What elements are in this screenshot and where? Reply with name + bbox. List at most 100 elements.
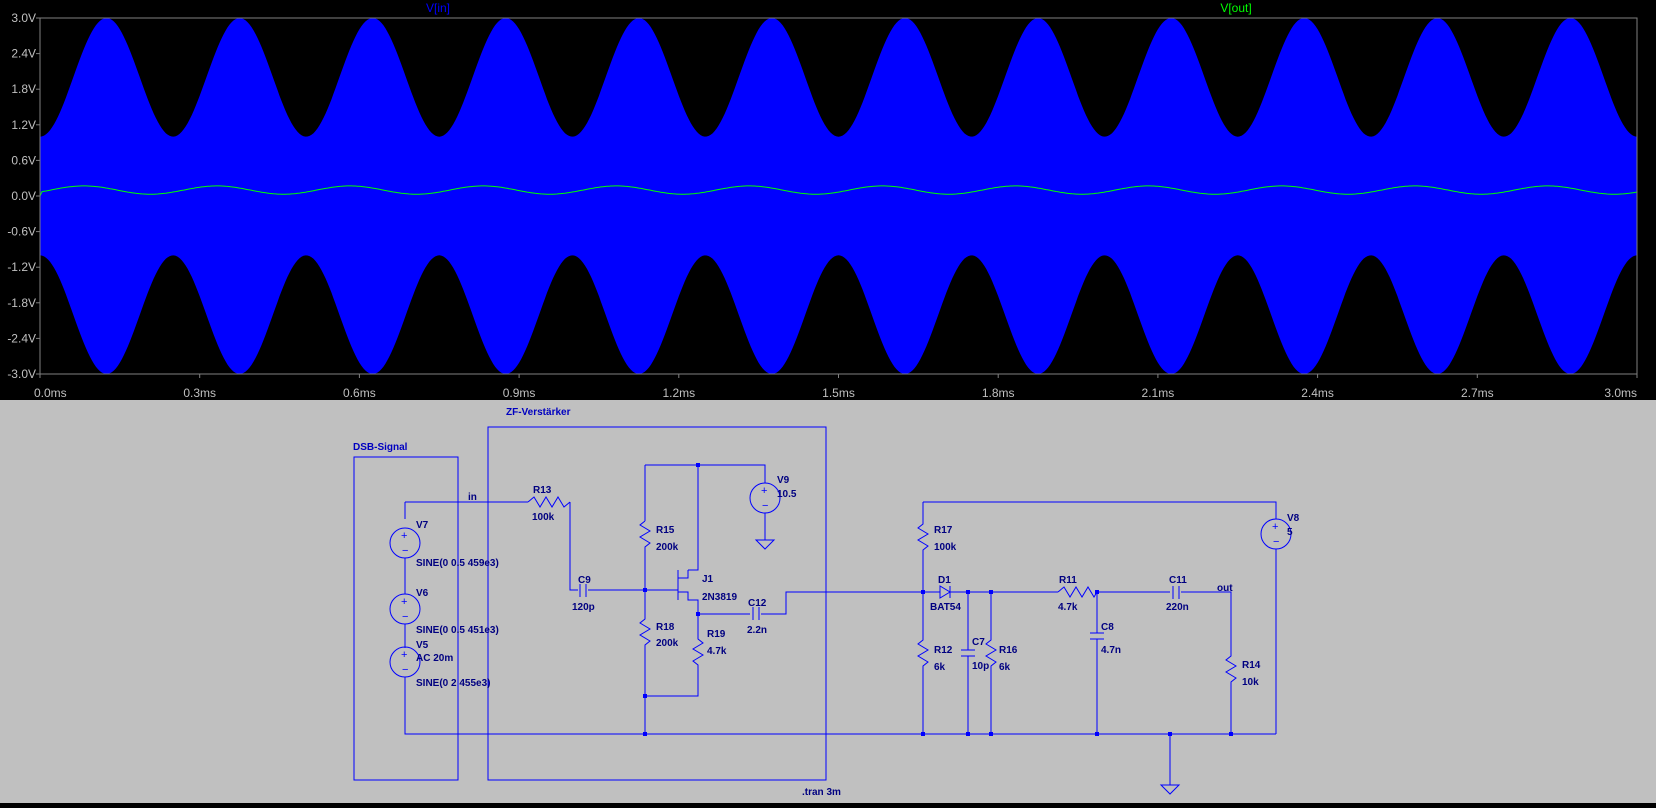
- zf-verstarker-box: [487, 426, 827, 781]
- y-tick-label: -0.6V: [7, 225, 36, 239]
- r16-name[interactable]: R16: [999, 645, 1018, 656]
- r12-name[interactable]: R12: [934, 645, 953, 656]
- y-axis: 3.0V2.4V1.8V1.2V0.6V0.0V-0.6V-1.2V-1.8V-…: [7, 11, 40, 381]
- c9-name[interactable]: C9: [578, 575, 591, 586]
- r18-resistor: [639, 590, 651, 734]
- r18-name[interactable]: R18: [656, 622, 675, 633]
- trace-label-vin[interactable]: V[in]: [426, 1, 450, 15]
- r15-name[interactable]: R15: [656, 525, 675, 536]
- c12-name[interactable]: C12: [748, 598, 767, 609]
- r12-value[interactable]: 6k: [934, 662, 946, 673]
- x-tick-label: 0.9ms: [503, 386, 536, 400]
- v5-value2[interactable]: SINE(0 2 455e3): [416, 678, 491, 689]
- r18-value[interactable]: 200k: [656, 638, 679, 649]
- c11-value[interactable]: 220n: [1166, 602, 1189, 613]
- r13-name[interactable]: R13: [533, 485, 552, 496]
- c9-value[interactable]: 120p: [572, 602, 595, 613]
- r17-resistor: [917, 502, 929, 592]
- c7-value[interactable]: 10p: [972, 661, 989, 672]
- x-tick-label: 2.7ms: [1461, 386, 1494, 400]
- c7-name[interactable]: C7: [972, 637, 985, 648]
- svg-text:−: −: [402, 664, 408, 676]
- trace-vout: [39, 185, 1638, 197]
- ground-rail: [404, 677, 1276, 735]
- v6-source: [389, 593, 421, 625]
- v9-name[interactable]: V9: [777, 475, 790, 486]
- v7-name[interactable]: V7: [416, 520, 429, 531]
- v8-name[interactable]: V8: [1287, 513, 1300, 524]
- r14-name[interactable]: R14: [1242, 660, 1261, 671]
- r19-value[interactable]: 4.7k: [707, 646, 727, 657]
- r11-value[interactable]: 4.7k: [1058, 602, 1078, 613]
- j1-name[interactable]: J1: [702, 574, 714, 585]
- x-tick-label: 0.3ms: [183, 386, 216, 400]
- r15-resistor: [639, 520, 651, 590]
- schematic-editor[interactable]: +− +− +− +− +− DSB-Signal ZF-Verstärker …: [0, 400, 1656, 803]
- x-tick-label: 1.2ms: [662, 386, 695, 400]
- v9-value[interactable]: 10.5: [777, 489, 797, 500]
- j1-value[interactable]: 2N3819: [702, 592, 737, 603]
- wire: [569, 502, 578, 591]
- y-tick-label: 1.8V: [11, 82, 36, 96]
- x-tick-label: 0.0ms: [34, 386, 67, 400]
- zf-verstarker-label[interactable]: ZF-Verstärker: [506, 407, 571, 418]
- v6-value[interactable]: SINE(0 0.5 451e3): [416, 625, 499, 636]
- junctions: [643, 463, 1233, 736]
- wire: [688, 465, 699, 571]
- r19-resistor: [645, 614, 704, 697]
- y-tick-label: -1.2V: [7, 260, 36, 274]
- v5-value[interactable]: AC 20m: [416, 653, 453, 664]
- r13-resistor: [527, 496, 571, 508]
- r13-value[interactable]: 100k: [532, 512, 555, 523]
- x-tick-label: 1.5ms: [822, 386, 855, 400]
- net-label-out[interactable]: out: [1217, 583, 1233, 594]
- c12-value[interactable]: 2.2n: [747, 625, 767, 636]
- r19-name[interactable]: R19: [707, 629, 726, 640]
- c8-name[interactable]: C8: [1101, 622, 1114, 633]
- c8-value[interactable]: 4.7n: [1101, 645, 1121, 656]
- svg-text:+: +: [1272, 521, 1278, 533]
- r17-name[interactable]: R17: [934, 525, 953, 536]
- svg-text:+: +: [401, 596, 407, 608]
- d1-name[interactable]: D1: [938, 575, 951, 586]
- v5-name[interactable]: V5: [416, 640, 429, 651]
- x-tick-label: 2.1ms: [1142, 386, 1175, 400]
- y-tick-label: -3.0V: [7, 367, 36, 381]
- schematic-canvas[interactable]: +− +− +− +− +− DSB-Signal ZF-Verstärker …: [0, 400, 1656, 803]
- y-tick-label: 1.2V: [11, 118, 36, 132]
- ground-symbol: [1159, 784, 1181, 795]
- tran-directive[interactable]: .tran 3m: [802, 787, 841, 798]
- svg-text:−: −: [402, 545, 408, 557]
- r11-name[interactable]: R11: [1059, 575, 1077, 586]
- v7-value[interactable]: SINE(0 0.5 459e3): [416, 558, 499, 569]
- v5-source: [389, 646, 421, 678]
- wire: [923, 501, 1277, 519]
- r11-resistor: [1057, 586, 1098, 598]
- r17-value[interactable]: 100k: [934, 542, 957, 553]
- svg-text:+: +: [761, 485, 767, 497]
- x-tick-label: 0.6ms: [343, 386, 376, 400]
- d1-value[interactable]: BAT54: [930, 602, 961, 613]
- dsb-signal-label[interactable]: DSB-Signal: [353, 442, 408, 453]
- net-label-in[interactable]: in: [468, 492, 477, 503]
- waveform-plot[interactable]: 3.0V2.4V1.8V1.2V0.6V0.0V-0.6V-1.2V-1.8V-…: [0, 0, 1656, 400]
- c11-name[interactable]: C11: [1169, 575, 1187, 586]
- y-tick-label: 2.4V: [11, 47, 36, 61]
- svg-text:−: −: [402, 611, 408, 623]
- traces: [39, 18, 1638, 374]
- ground-symbol: [754, 539, 776, 550]
- trace-vin: [40, 18, 1637, 374]
- v8-value[interactable]: 5: [1287, 527, 1293, 538]
- r14-value[interactable]: 10k: [1242, 677, 1259, 688]
- x-tick-label: 3.0ms: [1604, 386, 1637, 400]
- v6-name[interactable]: V6: [416, 588, 429, 599]
- v7-source: [389, 527, 421, 559]
- y-tick-label: -1.8V: [7, 296, 36, 310]
- svg-text:−: −: [762, 500, 768, 512]
- trace-label-vout[interactable]: V[out]: [1220, 1, 1251, 15]
- wire: [761, 591, 923, 615]
- r16-value[interactable]: 6k: [999, 662, 1011, 673]
- r15-value[interactable]: 200k: [656, 542, 679, 553]
- wire: [645, 464, 766, 483]
